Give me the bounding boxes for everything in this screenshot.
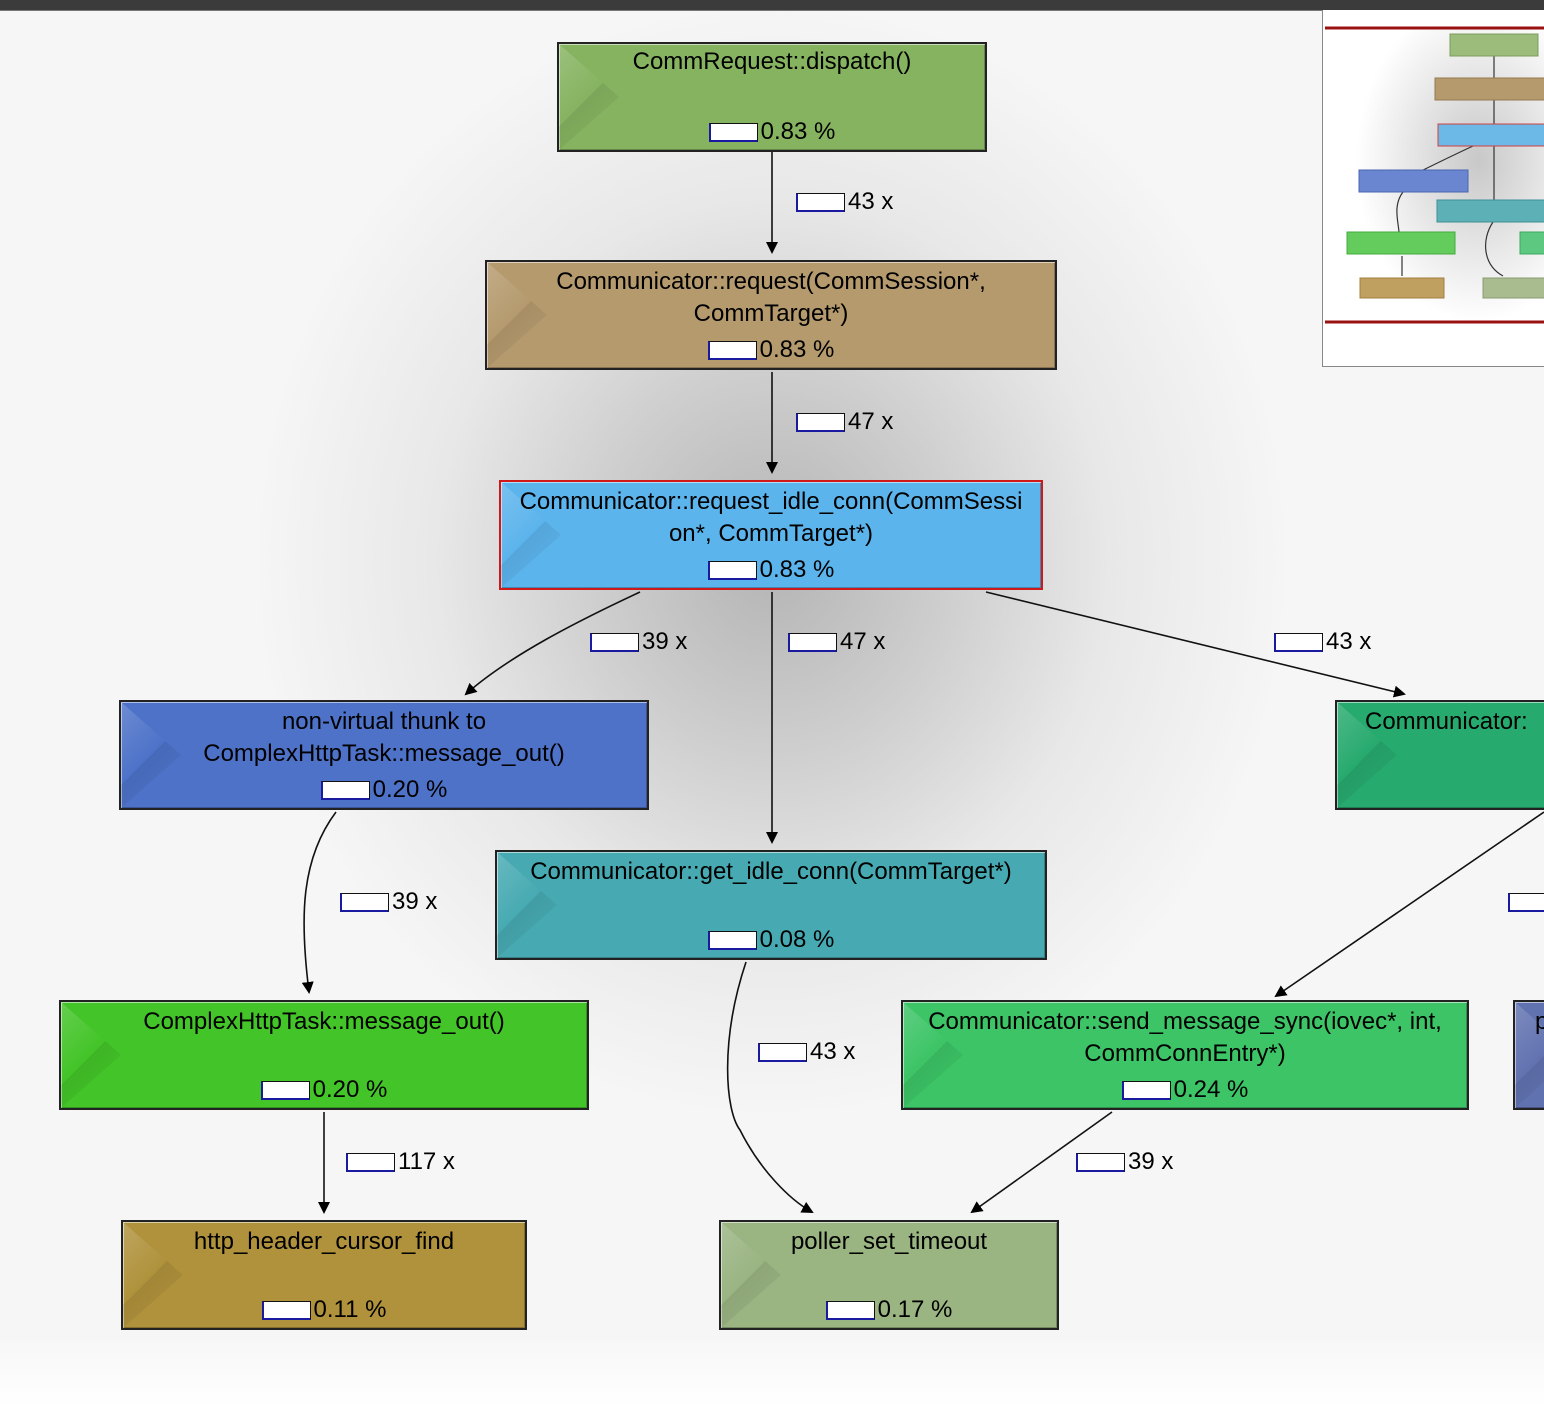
node-label: Communicator::request(CommSession*, Comm… [556,268,986,327]
node-label: Communicator::get_idle_conn(CommTarget*) [530,858,1012,885]
minimap-node [1519,231,1544,255]
node-cost: 0.08 % [497,924,1045,956]
node-poller-set-timeout[interactable]: poller_set_timeout 0.17 % [719,1220,1059,1330]
node-label: Communicator::request_idle_conn(CommSess… [519,488,1023,547]
node-communicator-right-partial[interactable]: Communicator: [1335,700,1544,810]
edge-count-bar [1076,1152,1125,1172]
minimap-canvas [1323,26,1544,324]
edge-communicator-right-send-message-sync [1274,811,1544,998]
canvas-bottom-area [0,1340,1544,1406]
edge-request-idle-conn-thunk [464,591,641,696]
node-label: non-virtual thunk to ComplexHttpTask::me… [203,708,565,767]
window-top-border [0,0,1544,11]
node-communicator-request-idle-conn[interactable]: Communicator::request_idle_conn(CommSess… [499,480,1043,590]
cost-bar [708,122,758,142]
cost-bar [707,340,757,360]
node-cost: 0.11 % [123,1294,525,1326]
cost-bar [1121,1080,1171,1100]
cost-bar [707,560,757,580]
node-thunk-message-out[interactable]: non-virtual thunk to ComplexHttpTask::me… [119,700,649,810]
node-communicator-send-message-sync[interactable]: Communicator::send_message_sync(iovec*, … [901,1000,1469,1110]
node-label: poller_set_timeout [790,1228,988,1255]
node-label: CommRequest::dispatch() [632,48,912,75]
node-cost: 0.83 % [501,554,1041,586]
edge-get-idle-conn-poller [726,961,814,1213]
edge-thunk-message-out [301,811,337,994]
node-cost: 0.83 % [487,334,1055,366]
minimap-node [1437,123,1544,147]
graph-overview-minimap[interactable] [1322,10,1544,367]
node-label: http_header_cursor_find [193,1228,455,1255]
edge-request-idle-conn-communicator-right [985,591,1406,698]
node-http-header-cursor-find[interactable]: http_header_cursor_find 0.11 % [121,1220,527,1330]
node-cost: 0.17 % [721,1294,1057,1326]
edge-label-dispatch-request: 43 x [796,188,893,216]
minimap-node [1358,169,1469,193]
edge-count-bar [1508,892,1544,912]
minimap-node [1359,277,1445,299]
edge-label-request-idle-conn-communicator-right: 43 x [1274,628,1371,656]
minimap-node [1449,33,1539,57]
cost-bar [261,1300,311,1320]
cost-bar [320,780,370,800]
edge-label-thunk-message-out: 39 x [340,888,437,916]
node-communicator-get-idle-conn[interactable]: Communicator::get_idle_conn(CommTarget*)… [495,850,1047,960]
cost-bar [825,1300,875,1320]
edge-count-bar [796,412,845,432]
edge-send-message-sync-poller [970,1111,1113,1214]
edge-label-get-idle-conn-poller: 43 x [758,1038,855,1066]
node-communicator-request[interactable]: Communicator::request(CommSession*, Comm… [485,260,1057,370]
edge-label-request-request-idle-conn: 47 x [796,408,893,436]
node-partial-right[interactable]: p [1513,1000,1544,1110]
node-cost: 0.83 % [559,116,985,148]
edge-count-bar [788,632,837,652]
node-label: Communicator::send_message_sync(iovec*, … [928,1008,1442,1067]
edge-count-bar [340,892,389,912]
cost-bar [260,1080,310,1100]
edge-label-request-idle-conn-get-idle-conn: 47 x [788,628,885,656]
node-cost: 0.20 % [61,1074,587,1106]
node-cost: 0.24 % [903,1074,1467,1106]
minimap-node [1434,77,1544,101]
edge-label-send-message-sync-poller: 39 x [1076,1148,1173,1176]
edge-count-bar [796,192,845,212]
edge-count-bar [758,1042,807,1062]
cost-bar [707,930,757,950]
node-cost: 0.20 % [121,774,647,806]
edge-label-partial-right [1508,888,1544,916]
node-label: p [1515,1002,1544,1038]
node-label: Communicator: [1365,708,1528,735]
minimap-node [1482,277,1544,299]
minimap-node [1346,231,1456,255]
edge-label-request-idle-conn-thunk: 39 x [590,628,687,656]
node-label: ComplexHttpTask::message_out() [143,1008,505,1035]
node-complex-http-task-message-out[interactable]: ComplexHttpTask::message_out() 0.20 % [59,1000,589,1110]
edge-count-bar [1274,632,1323,652]
edge-count-bar [590,632,639,652]
edge-count-bar [346,1152,395,1172]
node-comm-request-dispatch[interactable]: CommRequest::dispatch() 0.83 % [557,42,987,152]
edge-label-message-out-http-header: 117 x [346,1148,455,1176]
minimap-node [1436,199,1544,223]
